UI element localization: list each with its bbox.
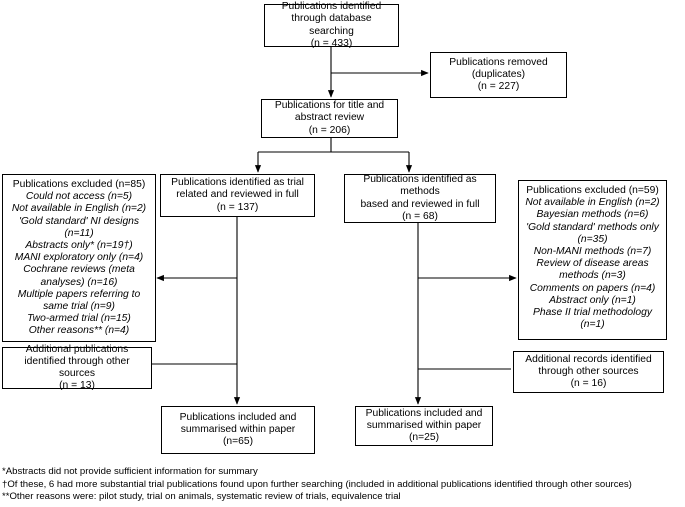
footnotes: *Abstracts did not provide sufficient in… [2, 466, 632, 504]
box-additional-left: Additional publications identified throu… [2, 344, 152, 391]
box-included-right: Publications included and summarised wit… [355, 406, 493, 446]
footnote-other-reasons: **Other reasons were: pilot study, trial… [2, 491, 401, 503]
box-methods-based: Publications identified as methods based… [344, 174, 496, 223]
box-identified: Publications identified through database… [264, 1, 399, 49]
box-trial-related: Publications identified as trial related… [160, 174, 315, 217]
box-included-left: Publications included and summarised wit… [161, 406, 315, 454]
box-excluded-right: Publications excluded (n=59) Not availab… [518, 180, 667, 340]
box-removed: Publications removed (duplicates) (n = 2… [430, 52, 567, 98]
box-additional-right: Additional records identified through ot… [513, 351, 664, 393]
box-title-review: Publications for title and abstract revi… [261, 99, 398, 138]
footnote-dagger: †Of these, 6 had more substantial trial … [2, 478, 632, 490]
footnote-abstracts: *Abstracts did not provide sufficient in… [2, 466, 258, 477]
box-excluded-left: Publications excluded (n=85) Could not a… [2, 174, 156, 342]
